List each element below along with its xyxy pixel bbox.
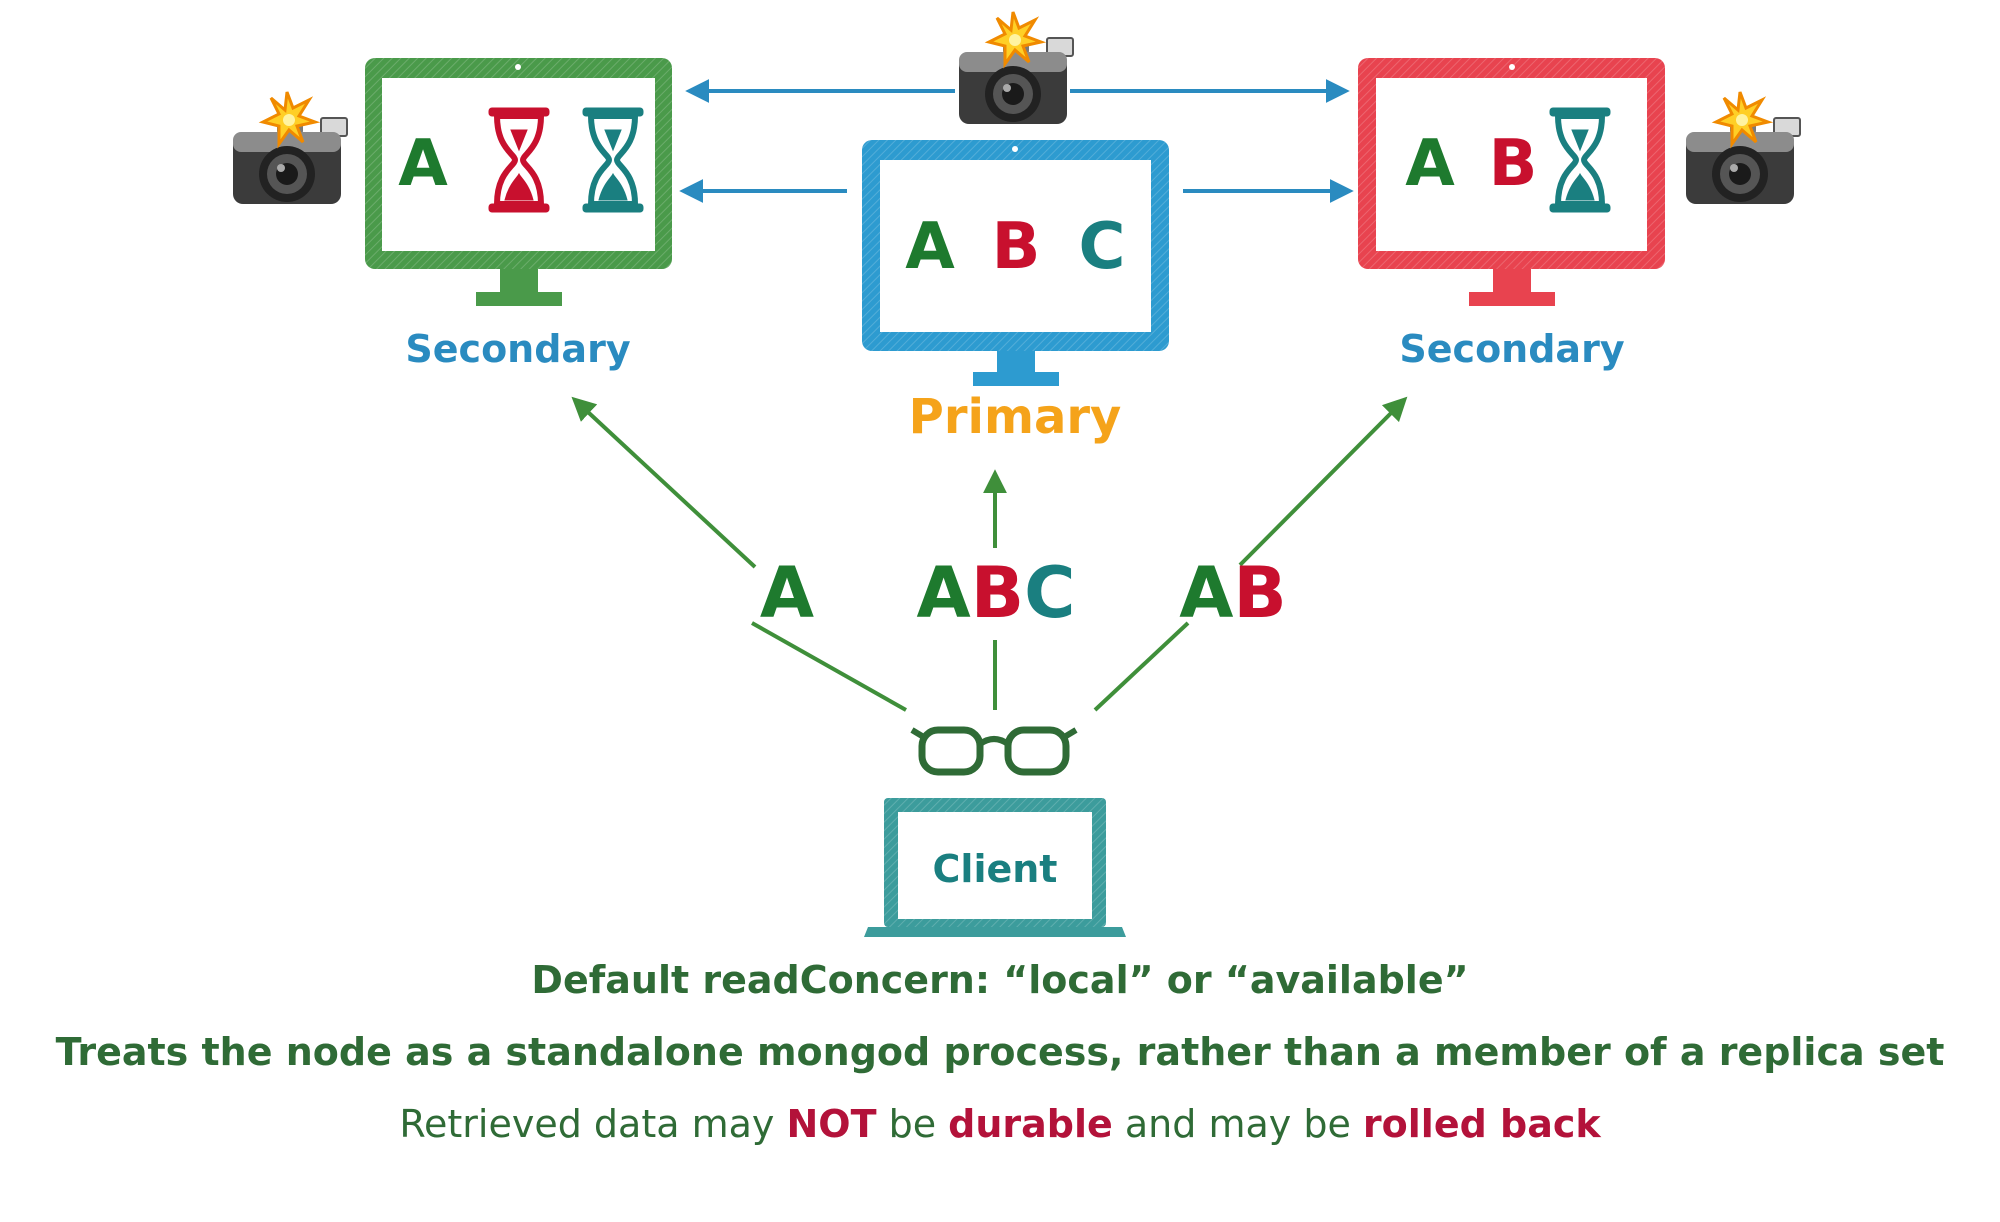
client-laptop: Client — [864, 798, 1126, 937]
laptop-icon — [864, 798, 1126, 937]
read-result-center: ABC — [917, 552, 1076, 634]
read-result-right: AB — [1179, 552, 1287, 634]
data-letter: B — [1489, 127, 1538, 201]
monitor-icon — [862, 140, 1169, 386]
data-letter: A — [905, 210, 955, 284]
caption-read-concern: Default readConcern: “local” or “availab… — [531, 958, 1469, 1002]
caption-emphasis: rolled back — [1362, 1102, 1601, 1146]
read-arrow — [751, 621, 907, 712]
camera-flash-icon — [231, 90, 349, 206]
primary-monitor: A B C Primary — [862, 140, 1169, 445]
glasses-icon — [912, 730, 1076, 772]
secondary-right-monitor: A B Secondary — [1358, 58, 1665, 371]
read-result-left: A — [760, 552, 814, 634]
caption-text: Retrieved data may — [399, 1102, 787, 1146]
caption-durability: Retrieved data may NOT be durable and ma… — [0, 1102, 2000, 1146]
data-letter: A — [1405, 127, 1455, 201]
read-arrow — [571, 396, 757, 569]
client-label: Client — [933, 847, 1058, 891]
read-arrow — [1093, 621, 1190, 712]
caption-emphasis: durable — [948, 1102, 1113, 1146]
caption-standalone: Treats the node as a standalone mongod p… — [55, 1030, 1945, 1074]
node-label: Secondary — [1399, 327, 1624, 371]
data-letter: B — [992, 210, 1041, 284]
node-label: Secondary — [405, 327, 630, 371]
secondary-left-monitor: A Secondary — [365, 58, 672, 371]
data-letter: C — [1079, 210, 1126, 284]
read-arrow — [1238, 396, 1408, 567]
caption-emphasis: NOT — [786, 1102, 877, 1146]
node-label: Primary — [909, 389, 1122, 445]
caption-text: and may be — [1112, 1102, 1363, 1146]
camera-flash-icon — [1684, 90, 1802, 206]
data-letter: A — [398, 127, 448, 201]
camera-flash-icon — [957, 10, 1075, 126]
caption-text: be — [876, 1102, 949, 1146]
